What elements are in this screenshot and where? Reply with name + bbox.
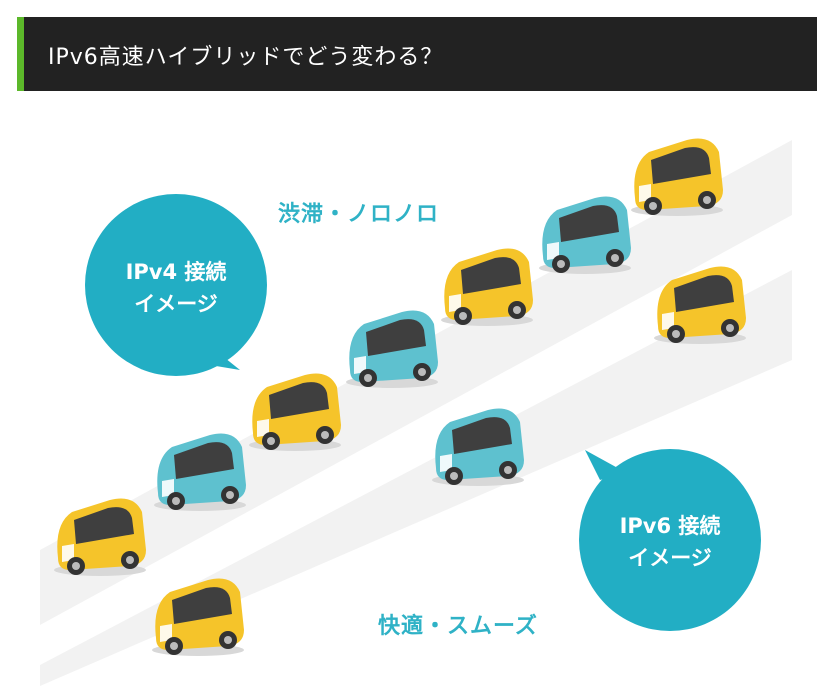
smooth-label: 快適・スムーズ	[378, 614, 538, 639]
car-blue	[154, 433, 246, 511]
ipv6-bubble	[579, 449, 761, 631]
car-yellow	[249, 373, 341, 451]
car-yellow	[152, 578, 244, 656]
ipv6-bubble-line2: イメージ	[628, 546, 712, 570]
car-blue	[432, 408, 524, 486]
ipv4-bubble-line1: IPv4 接続	[125, 260, 227, 284]
section-title: IPv6高速ハイブリッドでどう変わる？	[48, 45, 444, 70]
car-yellow	[441, 248, 533, 326]
traffic-illustration	[40, 138, 792, 686]
ipv4-bubble	[85, 194, 267, 376]
car-blue	[346, 310, 438, 388]
car-yellow	[631, 138, 723, 216]
car-blue	[539, 196, 631, 274]
congestion-label: 渋滞・ノロノロ	[278, 202, 440, 227]
ipv4-bubble-text: IPv4 接続 イメージ	[86, 256, 266, 320]
ipv6-bubble-text: IPv6 接続 イメージ	[580, 510, 760, 574]
ipv6-bubble-line1: IPv6 接続	[619, 514, 721, 538]
car-yellow	[54, 498, 146, 576]
ipv4-bubble-line2: イメージ	[134, 292, 218, 316]
section-header: IPv6高速ハイブリッドでどう変わる？	[17, 17, 817, 91]
